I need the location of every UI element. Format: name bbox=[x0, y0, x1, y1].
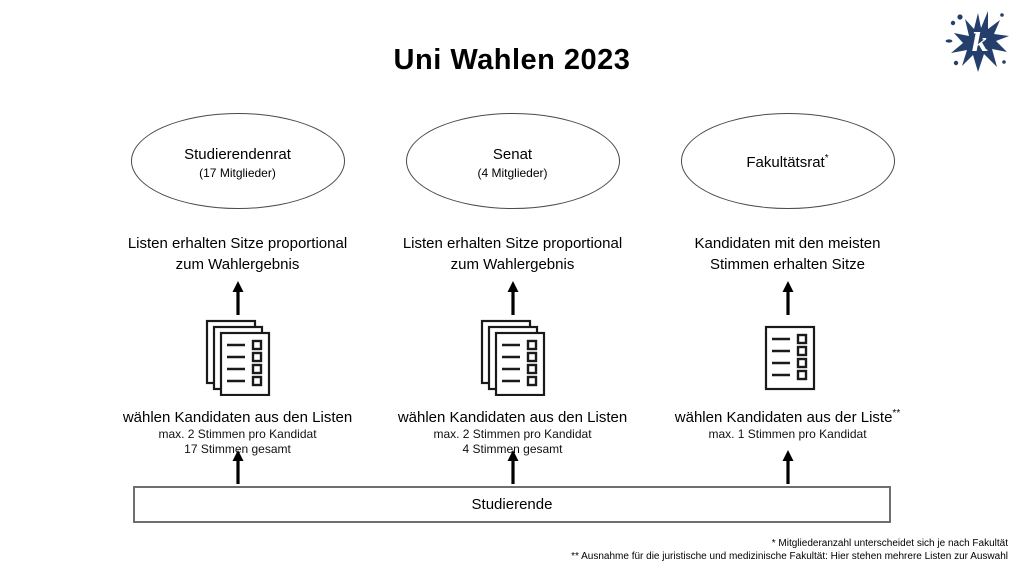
up-arrow-icon bbox=[232, 281, 243, 315]
seat-allocation-text: Kandidaten mit den meisten Stimmen erhal… bbox=[658, 233, 918, 275]
footnotes: * Mitgliederanzahl unterscheidet sich je… bbox=[571, 537, 1008, 563]
arrow-row-from-base bbox=[505, 450, 521, 484]
body-ellipse-studierendenrat: Studierendenrat (17 Mitglieder) bbox=[130, 113, 345, 209]
single-ballot-paper-icon bbox=[764, 325, 815, 391]
arrow-row bbox=[505, 281, 521, 317]
body-name: Fakultätsrat* bbox=[746, 150, 828, 172]
body-ellipse-fakultaetsrat: Fakultätsrat* bbox=[680, 113, 895, 209]
voting-action-line: wählen Kandidaten aus den Listen bbox=[378, 404, 648, 427]
stacked-ballot-papers-icon bbox=[480, 319, 545, 396]
up-arrow-icon bbox=[782, 450, 793, 484]
footnote-1: * Mitgliederanzahl unterscheidet sich je… bbox=[771, 538, 1008, 549]
seat-allocation-line1: Listen erhalten Sitze proportional bbox=[402, 235, 623, 252]
stacked-ballot-papers-icon bbox=[205, 319, 270, 396]
column-studierendenrat: Studierendenrat (17 Mitglieder) Listen e… bbox=[100, 113, 375, 484]
seat-allocation-text: Listen erhalten Sitze proportional zum W… bbox=[383, 233, 643, 275]
body-name: Senat bbox=[493, 142, 532, 164]
body-ellipse-senat: Senat (4 Mitglieder) bbox=[405, 113, 620, 209]
seat-allocation-line2: Stimmen erhalten Sitze bbox=[709, 256, 866, 273]
arrow-row bbox=[780, 281, 796, 317]
body-name-text: Studierendenrat bbox=[184, 145, 291, 163]
seat-allocation-line1: Listen erhalten Sitze proportional bbox=[127, 235, 348, 252]
seat-allocation-line2: zum Wahlergebnis bbox=[450, 256, 575, 273]
body-name-text: Senat bbox=[492, 145, 533, 163]
up-arrow-icon bbox=[782, 281, 793, 315]
column-senat: Senat (4 Mitglieder) Listen erhalten Sit… bbox=[375, 113, 650, 484]
university-logo: k bbox=[944, 8, 1012, 76]
voting-rules-text: wählen Kandidaten aus der Liste** max. 1… bbox=[653, 404, 923, 450]
voting-rules-text: wählen Kandidaten aus den Listen max. 2 … bbox=[103, 404, 373, 456]
voting-action-text: wählen Kandidaten aus den Listen bbox=[122, 409, 353, 426]
studierende-box: Studierende bbox=[133, 486, 891, 523]
column-fakultaetsrat: Fakultätsrat* Kandidaten mit den meisten… bbox=[650, 113, 925, 484]
up-arrow-icon bbox=[232, 450, 243, 484]
page-title: Uni Wahlen 2023 bbox=[393, 44, 631, 76]
voting-rules-text: wählen Kandidaten aus den Listen max. 2 … bbox=[378, 404, 648, 456]
voting-action-text: wählen Kandidaten aus den Listen bbox=[397, 409, 628, 426]
seat-allocation-text: Listen erhalten Sitze proportional zum W… bbox=[108, 233, 368, 275]
body-name: Studierendenrat bbox=[184, 142, 291, 164]
icon-row bbox=[749, 318, 827, 396]
up-arrow-icon bbox=[507, 281, 518, 315]
voting-rule-1: max. 1 Stimmen pro Kandidat bbox=[708, 427, 867, 441]
arrow-row-from-base bbox=[780, 450, 796, 484]
icon-row bbox=[474, 318, 552, 396]
up-arrow-icon bbox=[507, 450, 518, 484]
voting-action-footnote-marker: ** bbox=[892, 408, 901, 419]
arrow-row bbox=[230, 281, 246, 317]
studierende-label: Studierende bbox=[471, 496, 553, 513]
voting-rule-1: max. 2 Stimmen pro Kandidat bbox=[433, 427, 592, 441]
voting-action-line: wählen Kandidaten aus der Liste** bbox=[653, 404, 923, 427]
voting-rule-2: 17 Stimmen gesamt bbox=[184, 442, 291, 456]
body-members-count: (17 Mitglieder) bbox=[199, 165, 276, 180]
diagram-columns: Studierendenrat (17 Mitglieder) Listen e… bbox=[100, 113, 925, 484]
body-members-count: (4 Mitglieder) bbox=[477, 165, 548, 180]
voting-action-text: wählen Kandidaten aus der Liste bbox=[674, 409, 893, 426]
arrow-row-from-base bbox=[230, 450, 246, 484]
logo-letter: k bbox=[971, 28, 988, 57]
splash-icon: k bbox=[945, 11, 1009, 72]
voting-rule-1: max. 2 Stimmen pro Kandidat bbox=[158, 427, 317, 441]
voting-action-line: wählen Kandidaten aus den Listen bbox=[103, 404, 373, 427]
seat-allocation-line2: zum Wahlergebnis bbox=[175, 256, 300, 273]
footnote-2: ** Ausnahme für die juristische und medi… bbox=[571, 551, 1008, 562]
icon-row bbox=[199, 318, 277, 396]
voting-rule-2: 4 Stimmen gesamt bbox=[462, 442, 563, 456]
body-name-text: Fakultätsrat bbox=[746, 154, 825, 171]
body-name-footnote-marker: * bbox=[824, 153, 829, 164]
seat-allocation-line1: Kandidaten mit den meisten bbox=[694, 235, 881, 252]
